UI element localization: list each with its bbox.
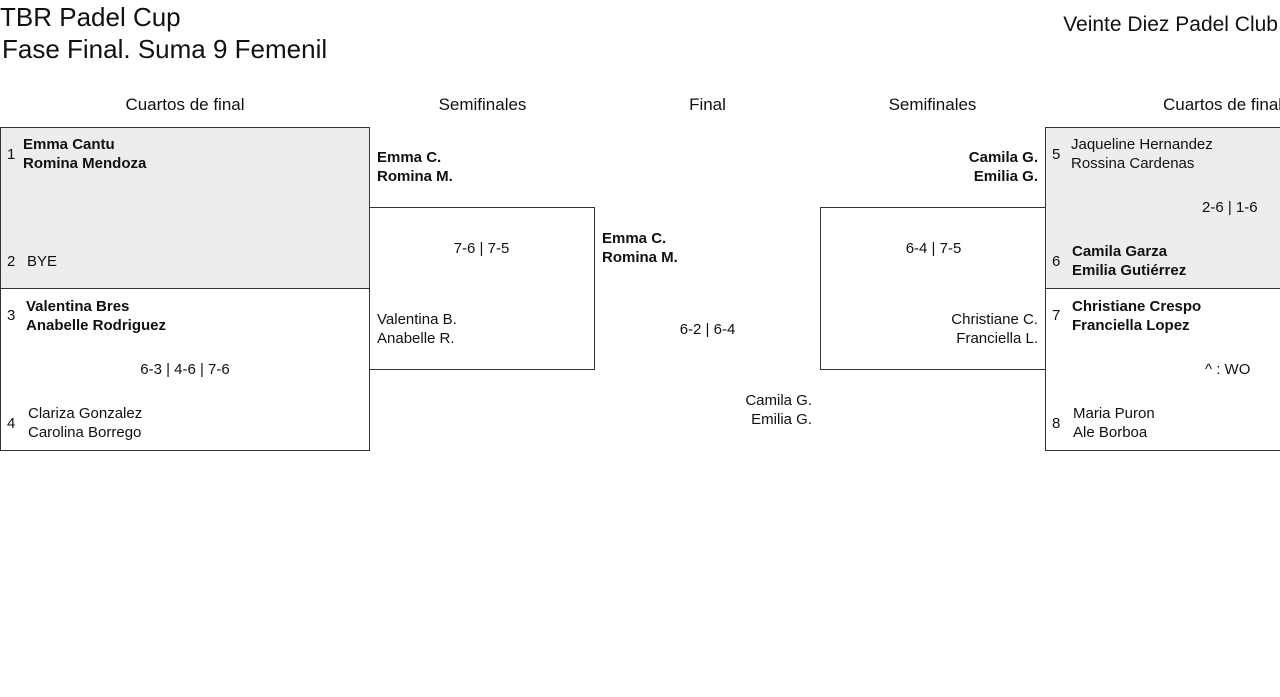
match-score: 6-4 | 7-5 <box>905 240 962 257</box>
player-name: Emilia Gutiérrez <box>1072 262 1187 279</box>
player-name: Emma C. <box>602 230 667 247</box>
player-name: Romina Mendoza <box>23 155 147 172</box>
final-score: 6-2 | 6-4 <box>679 321 736 338</box>
player-name: Valentina B. <box>377 311 457 328</box>
player-name: Christiane C. <box>951 311 1038 328</box>
player-name: Camila Garza <box>1072 243 1168 260</box>
player-name: Ale Borboa <box>1073 424 1148 441</box>
player-name: Franciella Lopez <box>1072 317 1190 334</box>
sf-right-connector <box>820 207 1046 370</box>
round-header-sf-right: Semifinales <box>888 95 977 114</box>
seed-number: 4 <box>7 415 16 432</box>
player-name: Camila G. <box>968 149 1038 166</box>
round-header-qf-right: Cuartos de final <box>1163 95 1280 114</box>
match-score: ^ : WO <box>1205 361 1251 378</box>
tournament-subtitle: Fase Final. Suma 9 Femenil <box>2 34 328 64</box>
player-name: Clariza Gonzalez <box>28 405 143 422</box>
seed-number: 2 <box>7 253 16 270</box>
round-header-final: Final <box>689 95 726 114</box>
match-score: 7-6 | 7-5 <box>453 240 510 257</box>
player-name: Romina M. <box>602 249 678 266</box>
club-name: Veinte Diez Padel Club <box>1063 13 1278 36</box>
player-name: Maria Puron <box>1073 405 1155 422</box>
player-name: Emma Cantu <box>23 136 115 153</box>
seed-number: 1 <box>7 146 16 163</box>
player-name: Camila G. <box>745 392 812 409</box>
seed-number: 6 <box>1052 253 1061 270</box>
player-name: Emilia G. <box>973 168 1038 185</box>
player-name: Christiane Crespo <box>1072 298 1202 315</box>
round-header-qf-left: Cuartos de final <box>125 95 245 114</box>
seed-number: 3 <box>7 307 16 324</box>
qf-match-4 <box>1045 288 1280 451</box>
player-name: Anabelle Rodriguez <box>26 317 167 334</box>
match-score: 2-6 | 1-6 <box>1202 199 1258 216</box>
player-name: Jaqueline Hernandez <box>1071 136 1213 153</box>
player-name: Rossina Cardenas <box>1071 155 1195 172</box>
seed-number: 5 <box>1052 146 1061 163</box>
round-header-sf-left: Semifinales <box>438 95 527 114</box>
player-name: Emilia G. <box>751 411 812 428</box>
seed-number: 8 <box>1052 415 1061 432</box>
player-name: Emma C. <box>377 149 442 166</box>
player-name: BYE <box>27 253 58 270</box>
player-name: Valentina Bres <box>26 298 130 315</box>
player-name: Anabelle R. <box>377 330 455 347</box>
sf-left-connector <box>369 207 595 370</box>
tournament-title: TBR Padel Cup <box>0 2 181 32</box>
player-name: Romina M. <box>377 168 453 185</box>
seed-number: 7 <box>1052 307 1061 324</box>
match-score: 6-3 | 4-6 | 7-6 <box>140 361 230 378</box>
player-name: Franciella L. <box>956 330 1038 347</box>
qf-match-1 <box>0 127 370 289</box>
player-name: Carolina Borrego <box>28 424 142 441</box>
